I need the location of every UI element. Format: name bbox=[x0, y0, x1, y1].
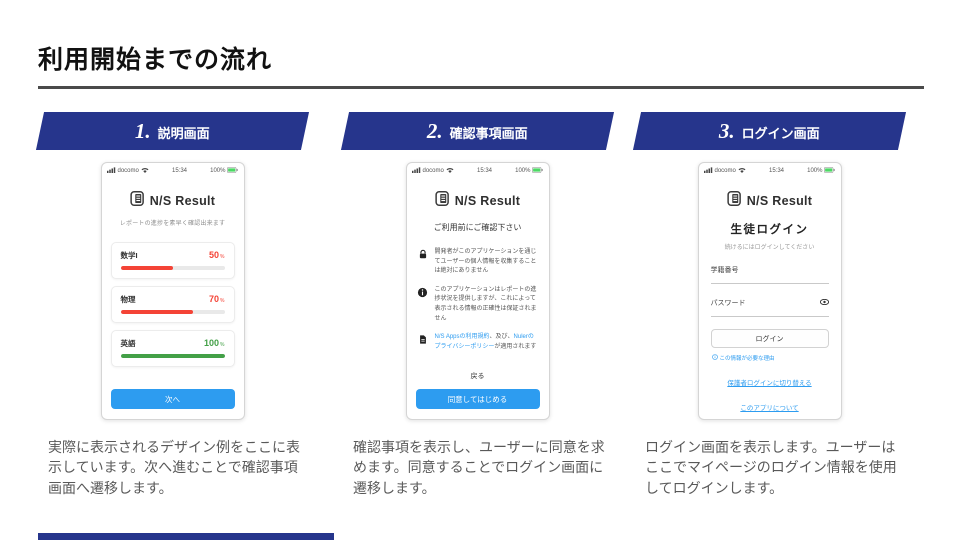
notice-item: N/S Appsの利用規約、及び、Nulerのプライバシーポリシーが適用されます bbox=[417, 333, 539, 352]
step-column-2: 2. 確認事項画面 docomo 15:34 100% N/S Result bbox=[340, 112, 615, 498]
progress-fill bbox=[120, 354, 225, 358]
percent-unit: % bbox=[220, 342, 225, 348]
login-subheading: 続けるにはログインしてください bbox=[724, 245, 815, 251]
student-id-field[interactable]: 学籍番号 bbox=[710, 265, 829, 284]
step-column-1: 1. 説明画面 docomo 15:34 100% N/S Result bbox=[35, 112, 310, 498]
wifi-icon bbox=[738, 167, 746, 175]
progress-track bbox=[120, 266, 225, 270]
app-logo-row: N/S Result bbox=[699, 191, 841, 211]
terms-link-2[interactable]: Nulerのプライバシーポリシー bbox=[434, 334, 534, 350]
phone-mockup-login: docomo 15:34 100% N/S Result 生徒ログイン 続けるに… bbox=[697, 162, 842, 420]
subject-percent: 100% bbox=[204, 338, 225, 348]
status-bar: docomo 15:34 100% bbox=[102, 163, 244, 178]
eye-icon[interactable] bbox=[819, 298, 829, 307]
login-button[interactable]: ログイン bbox=[710, 329, 829, 348]
notice-text: 開発者がこのアプリケーションを通じてユーザーの個人情報を収集することは絶対にあり… bbox=[434, 249, 537, 275]
carrier-label: docomo bbox=[117, 168, 139, 174]
switch-login-link[interactable]: 保護者ログインに切り替える bbox=[727, 380, 812, 387]
phone-mockup-intro: docomo 15:34 100% N/S Result レポートの進捗を素早く… bbox=[100, 162, 245, 420]
step-banner-3: 3. ログイン画面 bbox=[632, 112, 907, 150]
book-icon bbox=[727, 191, 742, 211]
app-name: N/S Result bbox=[746, 194, 813, 208]
step-label: 確認事項画面 bbox=[449, 125, 528, 141]
step-number: 2. bbox=[427, 118, 443, 143]
carrier-label: docomo bbox=[714, 168, 736, 174]
app-tagline: レポートの進捗を素早く確認出来ます bbox=[119, 221, 226, 227]
phone-mockup-confirm: docomo 15:34 100% N/S Result ご利用前にご確認下さい… bbox=[405, 162, 550, 420]
subject-percent: 70% bbox=[209, 294, 225, 304]
step-banner-2: 2. 確認事項画面 bbox=[340, 112, 615, 150]
wifi-icon bbox=[446, 167, 454, 175]
step-description: 確認事項を表示し、ユーザーに同意を求めます。同意することでログイン画面に遷移しま… bbox=[353, 439, 605, 496]
notice-text: N/S Appsの利用規約、及び、Nulerのプライバシーポリシーが適用されます bbox=[434, 334, 537, 350]
progress-track bbox=[120, 354, 225, 358]
step-label: ログイン画面 bbox=[741, 125, 820, 141]
notice-list: 開発者がこのアプリケーションを通じてユーザーの個人情報を収集することは絶対にあり… bbox=[417, 248, 539, 352]
app-logo-row: N/S Result bbox=[407, 191, 549, 211]
signal-icon bbox=[411, 167, 421, 175]
notice-text: このアプリケーションはレポートの進捗状況を提供しますが、これによって表示される情… bbox=[434, 286, 537, 322]
step-column-3: 3. ログイン画面 docomo 15:34 100% N/S Result bbox=[632, 112, 907, 498]
status-bar: docomo 15:34 100% bbox=[407, 163, 549, 178]
subject-percent: 50% bbox=[209, 250, 225, 260]
next-button[interactable]: 次へ bbox=[110, 389, 235, 409]
password-field[interactable]: パスワード bbox=[710, 298, 829, 317]
notice-item: 開発者がこのアプリケーションを通じてユーザーの個人情報を収集することは絶対にあり… bbox=[417, 248, 539, 277]
subject-list: 数学I 50% 物理 70% 英語 100% bbox=[102, 242, 244, 367]
signal-icon bbox=[703, 167, 713, 175]
status-bar: docomo 15:34 100% bbox=[699, 163, 841, 178]
step-description: ログイン画面を表示します。ユーザーはここでマイページのログイン情報を使用してログ… bbox=[645, 439, 897, 496]
signal-icon bbox=[106, 167, 116, 175]
subject-card: 英語 100% bbox=[110, 330, 235, 367]
percent-unit: % bbox=[220, 254, 225, 260]
password-label: パスワード bbox=[710, 300, 746, 307]
percent-unit: % bbox=[220, 298, 225, 304]
subject-name: 物理 bbox=[120, 295, 136, 304]
footer-accent-bar bbox=[38, 533, 334, 540]
carrier-label: docomo bbox=[422, 168, 444, 174]
progress-fill bbox=[120, 310, 194, 314]
info-icon bbox=[417, 286, 429, 324]
step-banner-1: 1. 説明画面 bbox=[35, 112, 310, 150]
agree-button[interactable]: 同意してはじめる bbox=[415, 389, 540, 409]
app-name: N/S Result bbox=[454, 194, 521, 208]
subject-name: 英語 bbox=[120, 339, 136, 348]
battery-icon bbox=[824, 167, 836, 175]
subject-name: 数学I bbox=[120, 251, 138, 260]
battery-percent: 100% bbox=[807, 168, 823, 174]
wifi-icon bbox=[141, 167, 149, 175]
progress-fill bbox=[120, 266, 173, 270]
book-icon bbox=[130, 191, 145, 211]
app-logo-row: N/S Result bbox=[102, 191, 244, 211]
step-label: 説明画面 bbox=[157, 125, 210, 141]
battery-percent: 100% bbox=[515, 168, 531, 174]
notice-item: このアプリケーションはレポートの進捗状況を提供しますが、これによって表示される情… bbox=[417, 286, 539, 324]
step-number: 3. bbox=[719, 118, 735, 143]
battery-icon bbox=[532, 167, 544, 175]
info-icon bbox=[711, 354, 718, 362]
student-id-label: 学籍番号 bbox=[710, 267, 739, 274]
terms-link-1[interactable]: N/S Appsの利用規約 bbox=[434, 334, 490, 341]
clock: 15:34 bbox=[171, 168, 187, 174]
page-title: 利用開始までの流れ bbox=[38, 46, 273, 74]
progress-track bbox=[120, 310, 225, 314]
battery-icon bbox=[227, 167, 239, 175]
info-reason-link[interactable]: この情報が必要な理由 bbox=[711, 354, 828, 362]
confirm-heading: ご利用前にご確認下さい bbox=[433, 223, 522, 232]
step-description: 実際に表示されるデザイン例をここに表示しています。次へ進むことで確認事項画面へ遷… bbox=[48, 439, 300, 496]
about-app-link[interactable]: このアプリについて bbox=[740, 405, 799, 412]
subject-card: 物理 70% bbox=[110, 286, 235, 323]
lock-icon bbox=[417, 248, 429, 277]
app-name: N/S Result bbox=[149, 194, 216, 208]
clock: 15:34 bbox=[476, 168, 492, 174]
title-underline bbox=[38, 86, 924, 89]
book-icon bbox=[435, 191, 450, 211]
subject-card: 数学I 50% bbox=[110, 242, 235, 279]
battery-percent: 100% bbox=[210, 168, 226, 174]
document-icon bbox=[417, 333, 429, 352]
back-link[interactable]: 戻る bbox=[470, 373, 485, 380]
clock: 15:34 bbox=[768, 168, 784, 174]
login-heading: 生徒ログイン bbox=[730, 224, 809, 236]
step-number: 1. bbox=[135, 118, 151, 143]
